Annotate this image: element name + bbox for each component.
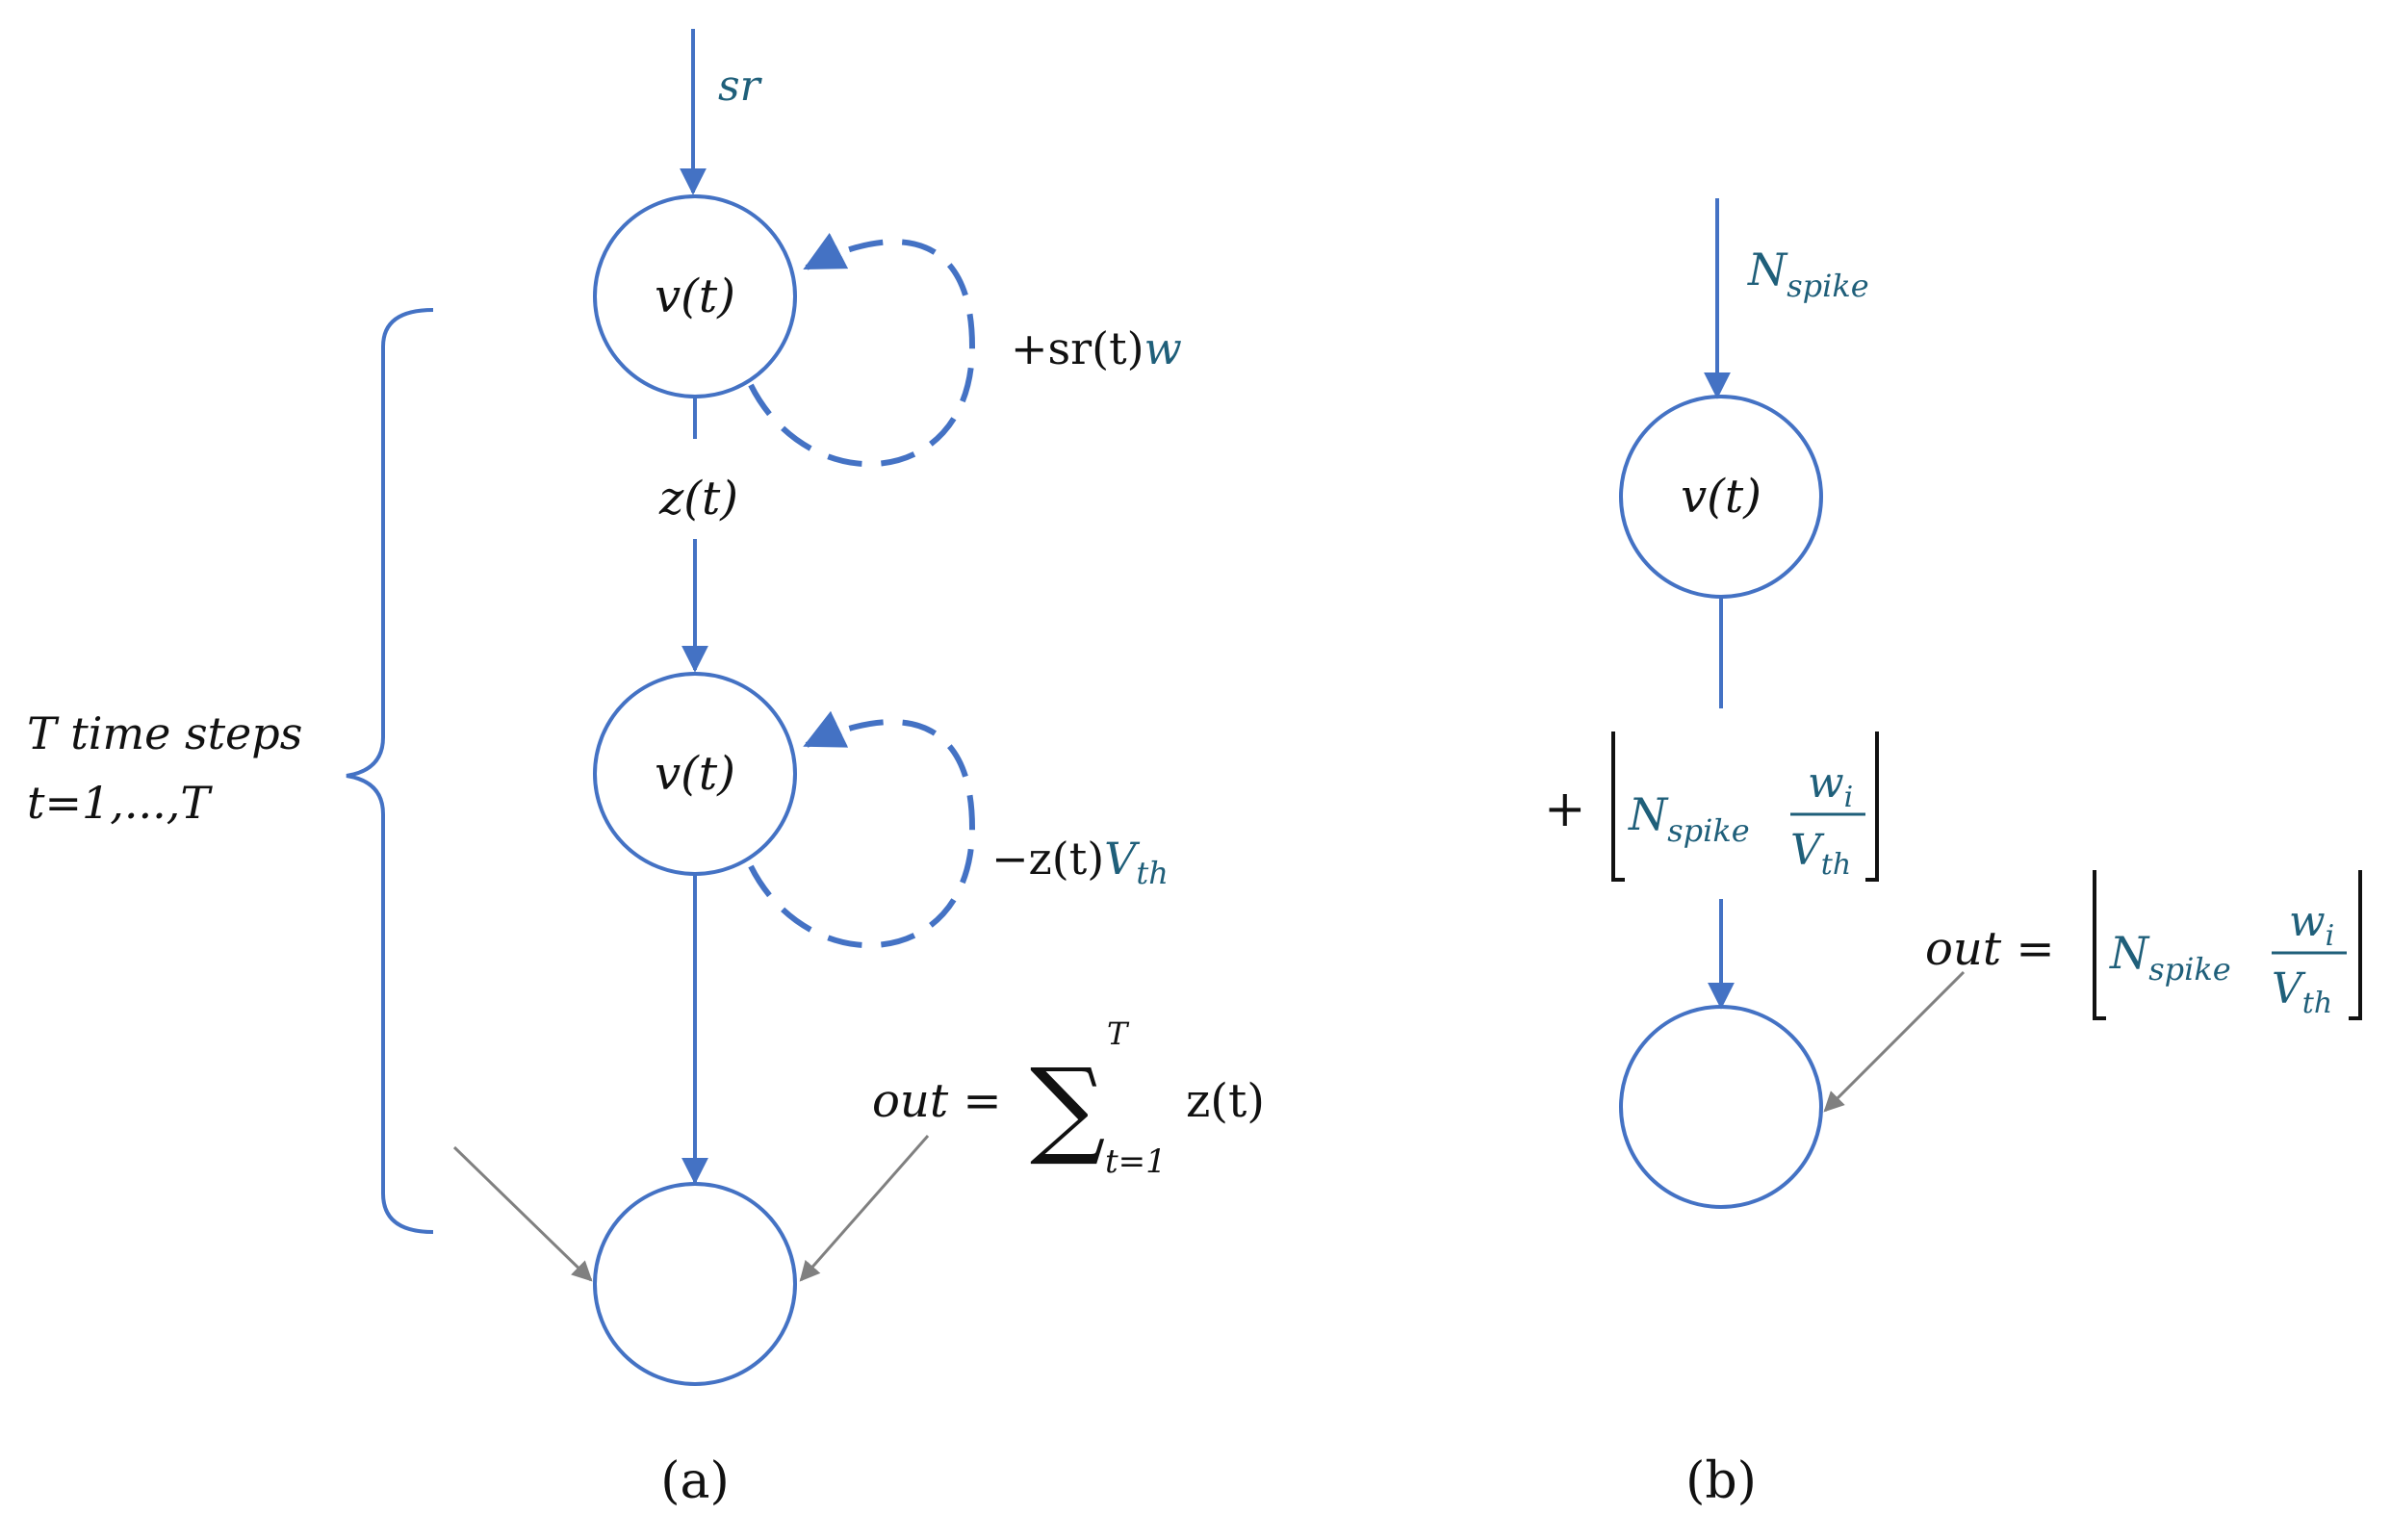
node-b2	[1619, 1005, 1823, 1209]
node-a1-label: v(t)	[655, 270, 735, 323]
sum-symbol: ∑	[1030, 1045, 1106, 1168]
floor-left-out	[2093, 870, 2106, 1020]
node-b1-label: v(t)	[1681, 470, 1761, 524]
out-den-b: Vth	[2272, 964, 2332, 1020]
sum-lower: t=1	[1105, 1142, 1167, 1181]
self-loop-a2	[748, 710, 976, 949]
floor-n-b: Nspike	[1628, 788, 1750, 849]
out-num-b: wi	[2289, 897, 2334, 953]
gray-arrow-a-right	[799, 1135, 930, 1282]
out-lhs-a: out =	[872, 1074, 1002, 1128]
sum-upper: T	[1107, 1015, 1130, 1052]
sum-term: z(t)	[1186, 1074, 1265, 1128]
brace-line-2: t=1,...,T	[27, 777, 213, 829]
out-formula-b: out = Nspike wi Vth	[1925, 870, 2362, 1020]
edge-plus: +	[1544, 781, 1586, 838]
edge-label-zt: z(t)	[658, 472, 738, 526]
panel-b: Nspike v(t) + Nspike wi Vth out = Nspike…	[1544, 198, 2362, 1510]
gray-arrow-a-left	[452, 1145, 593, 1282]
floor-left-b	[1611, 732, 1625, 882]
gray-arrow-b	[1823, 970, 1966, 1113]
out-n-b: Nspike	[2109, 927, 2231, 988]
edge-label-b: + Nspike wi Vth	[1544, 732, 1879, 882]
brace-line-1: T time steps	[27, 707, 302, 759]
input-label-sr: sr	[718, 62, 763, 111]
caption-b: (b)	[1685, 1452, 1757, 1510]
floor-right-b	[1865, 732, 1879, 882]
out-formula-a: out = ∑ T t=1 z(t)	[872, 1015, 1265, 1181]
time-brace	[346, 308, 434, 1234]
out-lhs-b: out =	[1925, 922, 2055, 976]
panel-a: sr v(t) +sr(t)w z(t) v(t) −z(t)Vth T tim…	[27, 29, 1265, 1510]
node-a2-label: v(t)	[655, 747, 735, 801]
self-loop-a1	[748, 232, 976, 468]
self-loop-a1-label: +sr(t)w	[1011, 322, 1182, 374]
frac-num-b: wi	[1808, 758, 1853, 814]
caption-a: (a)	[660, 1452, 730, 1510]
self-loop-a2-label: −z(t)Vth	[991, 833, 1169, 891]
floor-right-out	[2349, 870, 2362, 1020]
frac-den-b: Vth	[1790, 826, 1851, 882]
node-a3	[593, 1182, 797, 1386]
input-label-nspike: Nspike	[1747, 244, 1869, 304]
